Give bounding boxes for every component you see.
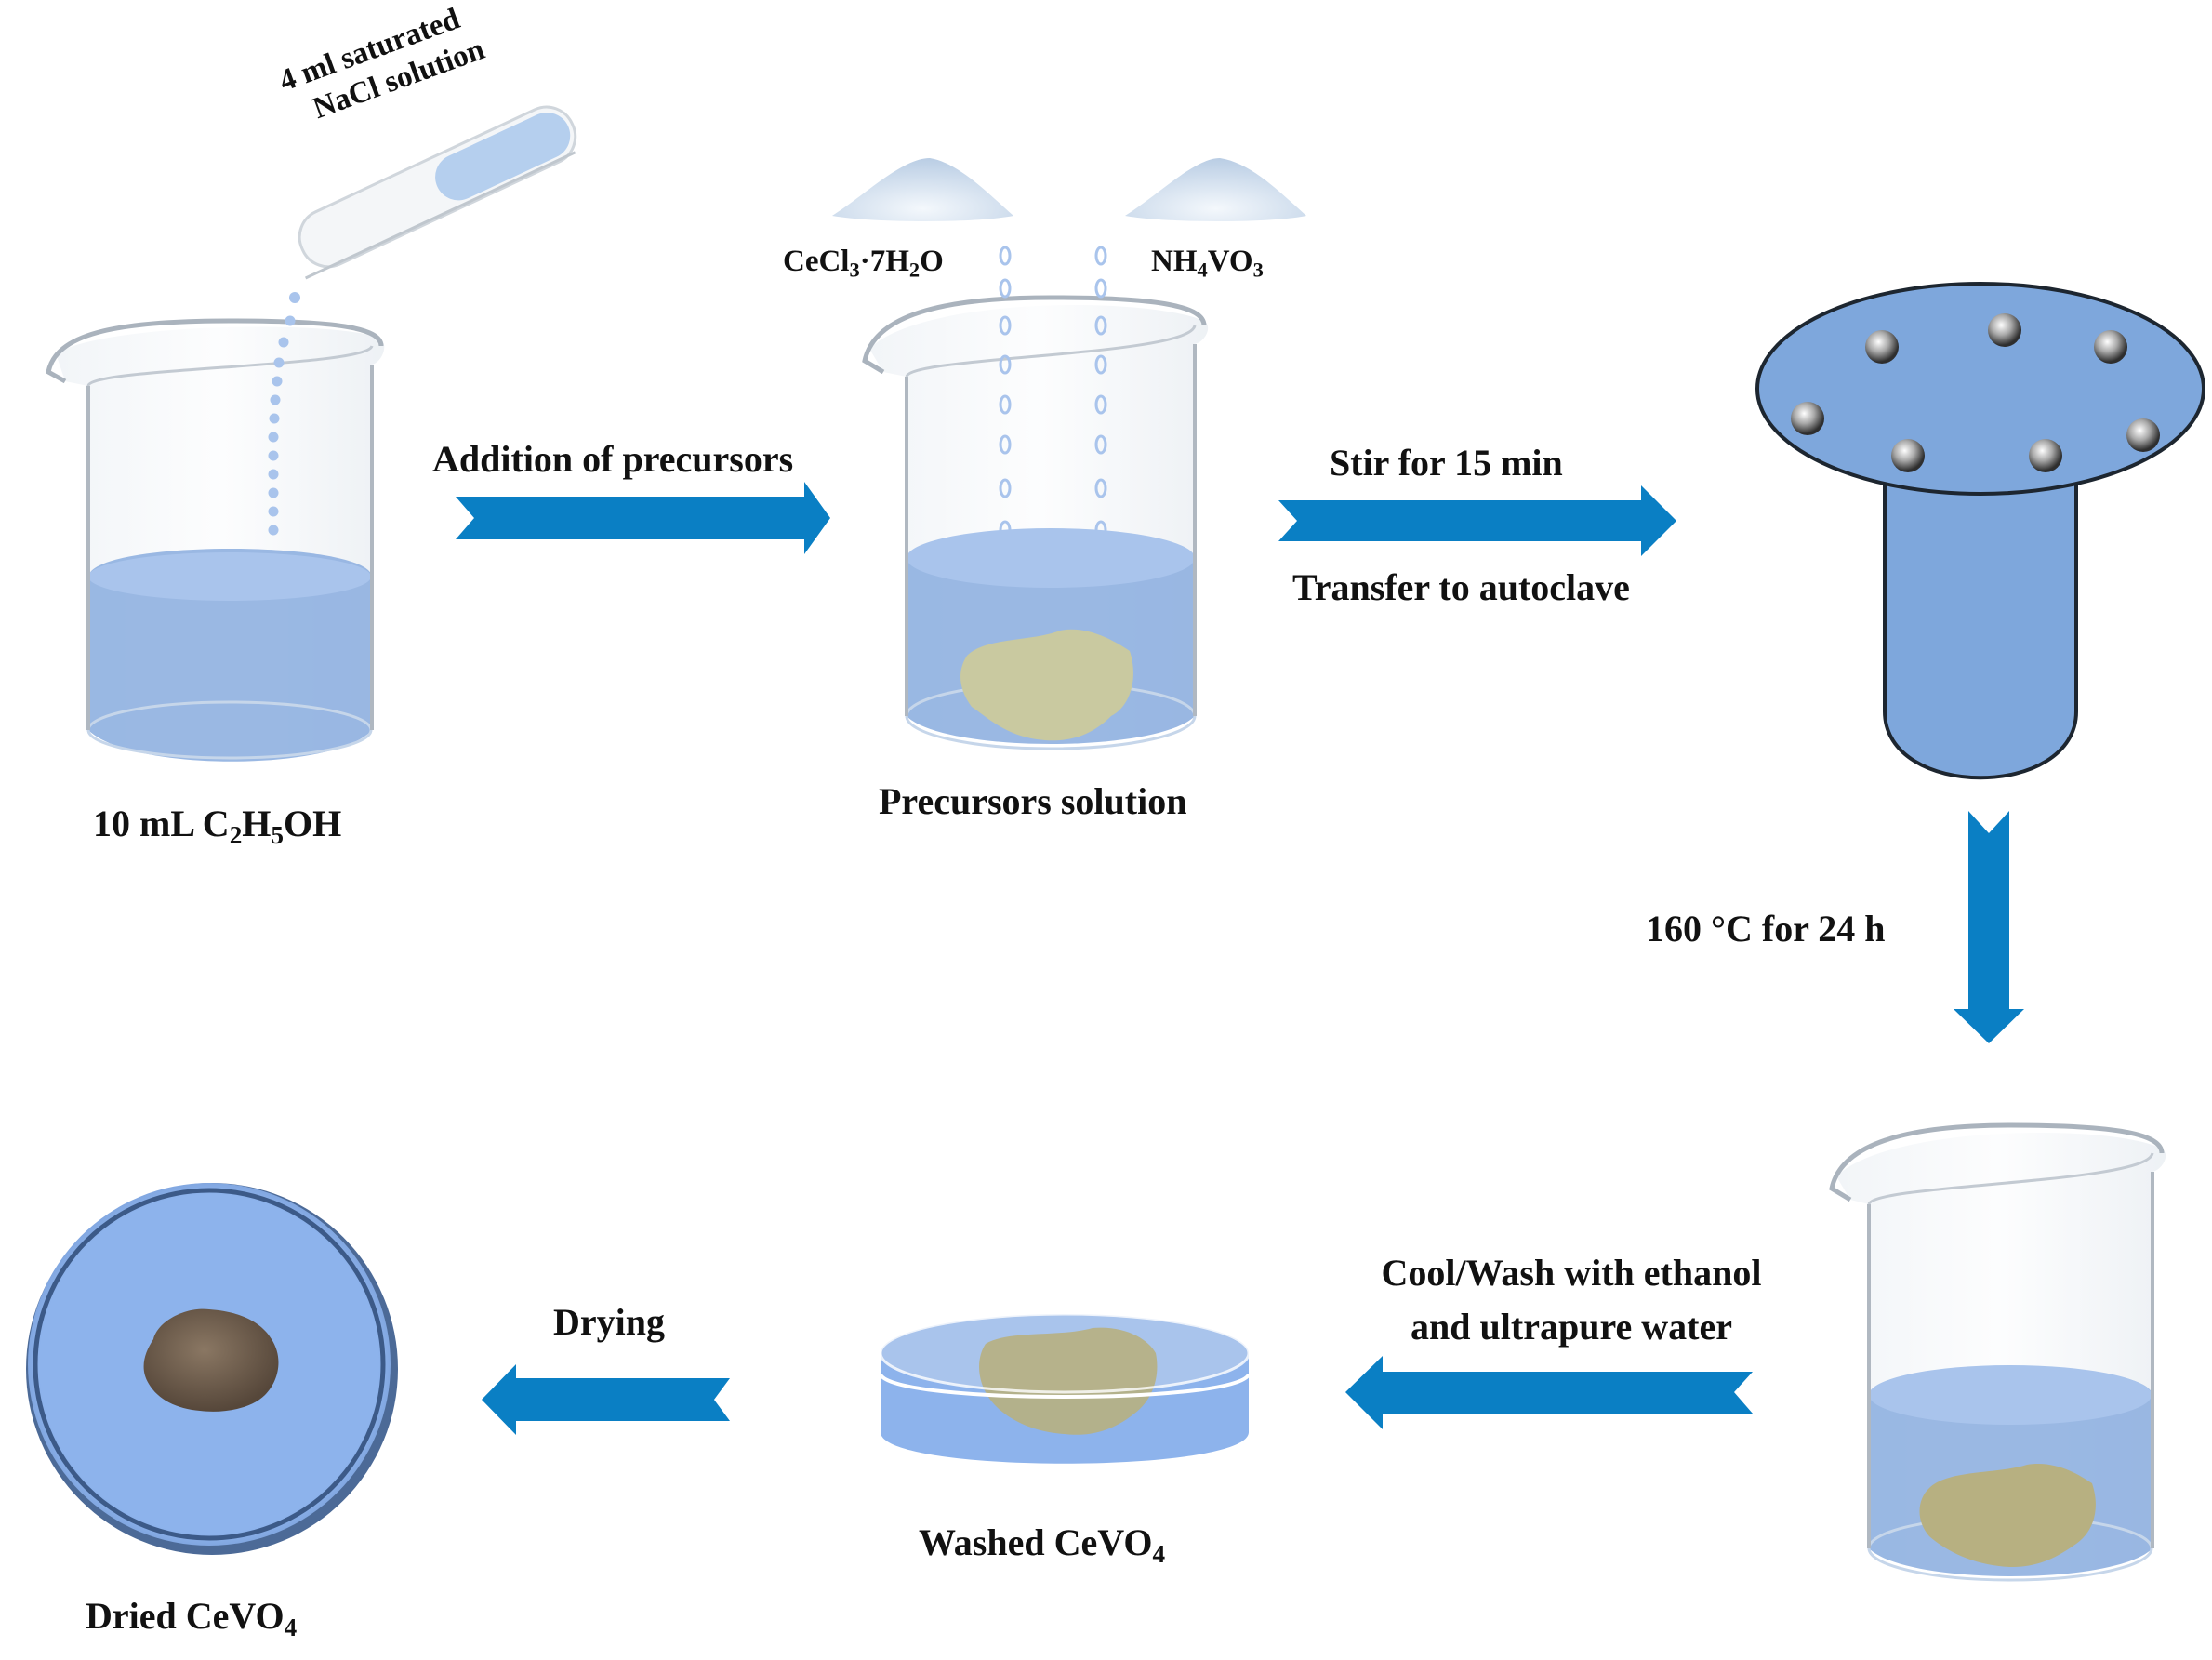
beaker-precursors [862,295,1209,750]
beaker1-label-text: 10 mL C [93,803,230,844]
beaker2-label: Precursors solution [879,780,1187,822]
step3-label: 160 °C for 24 h [1646,908,1886,950]
step1-label: Addition of precursors [432,438,794,480]
nh4vo3-label-text: NH [1151,245,1198,278]
step2-bottom-label: Transfer to autoclave [1292,566,1630,608]
cecl3-label: CeCl3·7H2O [783,245,944,282]
washed-label-sub: 4 [1152,1540,1166,1569]
step5-label: Drying [553,1301,665,1343]
cecl3-label-sub1: 3 [849,258,860,282]
precursor-drops [999,246,1107,540]
beaker1-label-sub1: 2 [229,821,243,850]
arrow-step2 [1278,485,1676,556]
arrow-step4-body [1345,1356,1753,1429]
step2-top-label: Stir for 15 min [1330,442,1563,484]
washed-precipitate [979,1327,1158,1435]
cecl3-powder-pile [832,158,1013,221]
step4-label: Cool/Wash with ethanol and ultrapure wat… [1320,1246,1822,1354]
nacl-drops [268,292,300,536]
arrow-step4 [1755,1353,1792,1392]
dried-powder [143,1308,279,1412]
cecl3-label-sub2: 2 [908,258,921,282]
nacl-test-tube [298,105,577,280]
beaker1-label-text2: H [242,803,272,844]
nh4vo3-powder-pile [1125,158,1306,221]
nh4vo3-label-text2: VO [1207,245,1253,278]
washed-label: Washed CeVO4 [919,1521,1165,1567]
beaker-product [1829,1122,2166,1582]
product-precipitate [1919,1464,2096,1568]
nh4vo3-label-sub1: 4 [1197,258,1208,282]
step4-label-line2: and ultrapure water [1411,1306,1732,1348]
washed-petri-dish [879,1312,1251,1464]
autoclave [1755,282,2205,780]
cecl3-label-text: CeCl [783,245,850,278]
dried-label-sub: 4 [284,1614,298,1642]
beaker1-label: 10 mL C2H5OH [93,802,342,848]
dried-label: Dried CeVO4 [86,1594,298,1642]
arrow-step1 [456,482,830,554]
cecl3-label-text3: O [920,245,944,278]
beaker1-label-text3: OH [284,803,342,844]
beaker-ethanol [46,318,385,762]
dried-petri-dish [26,1183,398,1555]
precipitate [960,629,1133,741]
cecl3-label-text2: ·7H [859,245,909,278]
washed-label-text: Washed CeVO [919,1521,1153,1563]
arrow-step5 [482,1364,730,1435]
nh4vo3-label-sub2: 3 [1252,258,1264,282]
ethanol-liquid [88,549,372,762]
step4-label-line1: Cool/Wash with ethanol [1381,1252,1762,1294]
nh4vo3-label: NH4VO3 [1151,245,1264,282]
arrow-step3 [1954,811,2024,1043]
beaker1-label-sub2: 5 [271,821,284,850]
dried-label-text: Dried CeVO [86,1595,285,1637]
